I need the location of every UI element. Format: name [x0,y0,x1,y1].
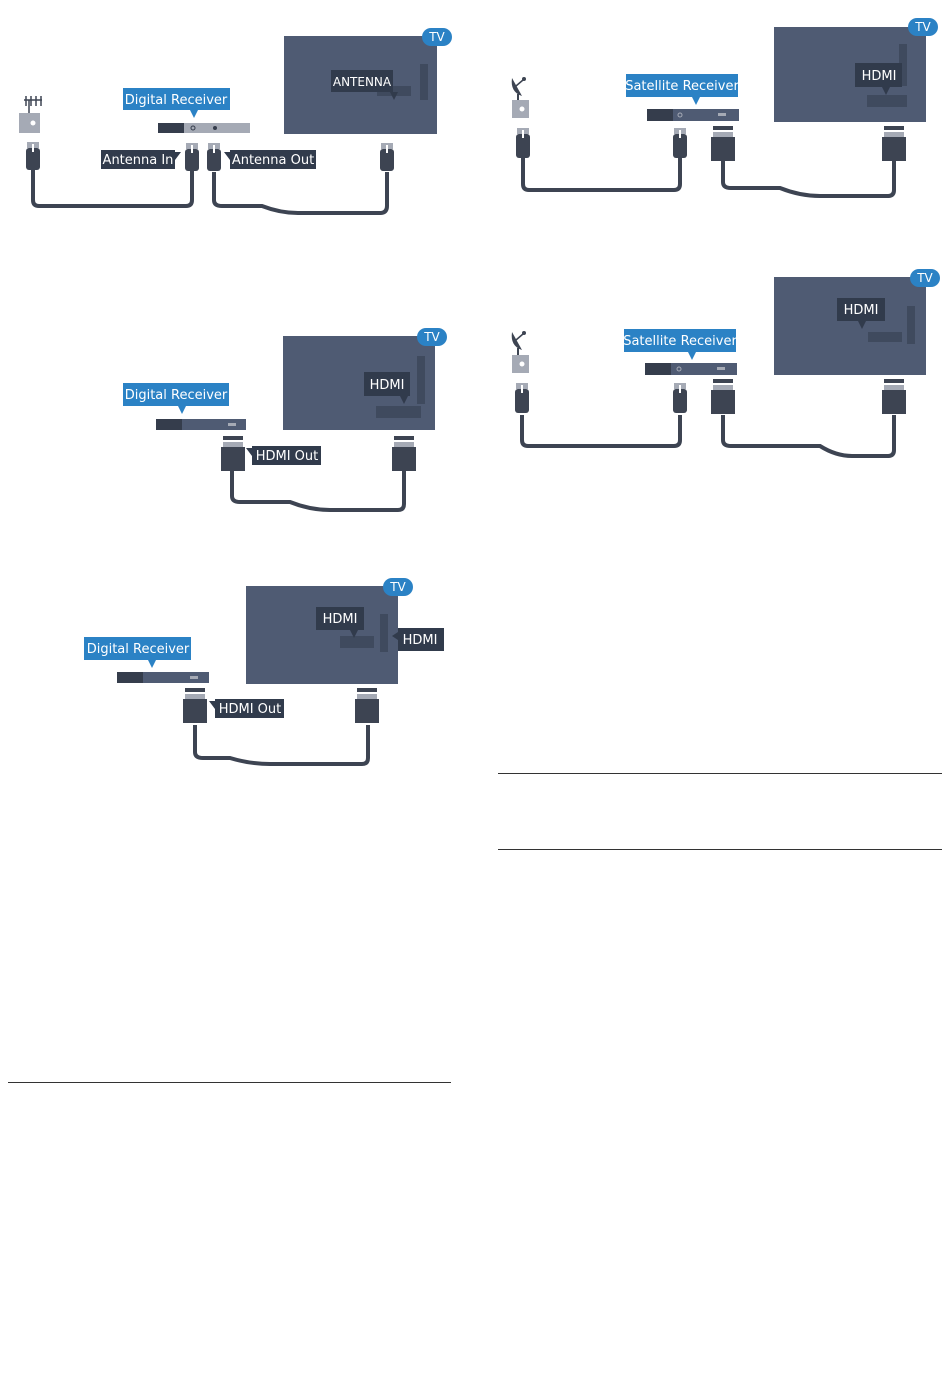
receiver-label: Digital Receiver [125,93,228,108]
digital-receiver [156,419,246,430]
receiver-label: Satellite Receiver [623,334,737,349]
tv-port-label: ANTENNA [333,75,392,89]
hdmi-connection-diagram: HDMI TV Digital Receiver HDMI Out [0,320,460,530]
coax-plug-icon [26,142,40,170]
wall-socket-port [520,107,525,112]
hdmi-cable [195,725,368,764]
tv-port-label: HDMI [844,303,879,318]
coax-plug-icon [515,383,529,413]
receiver-label: Digital Receiver [87,642,190,657]
satellite-receiver [647,109,739,121]
coax-plug-icon [673,383,687,413]
tv-screen [246,586,398,684]
antenna-in-label: Antenna In [103,153,174,168]
wall-socket [19,113,40,133]
receiver-label: Digital Receiver [125,388,228,403]
hdmi-cable [723,160,894,196]
hdmi-plug-icon [221,436,245,471]
digital-receiver [158,123,250,133]
satellite-receiver [645,363,737,375]
tv: HDMI TV [774,18,938,122]
coax-plug-icon [516,128,530,158]
hdmi-plug-icon [392,436,416,471]
satellite-dish-icon [512,331,526,355]
divider-right-bottom [498,849,942,850]
hdmi-side-connection-diagram: HDMI HDMI TV Digital Receiver HDMI Out [0,570,460,780]
coax-cable-in [33,170,192,206]
coax-cable [523,158,680,190]
tv-side-label: HDMI [403,633,438,648]
hdmi-out-label: HDMI Out [219,702,282,717]
tv-badge-label: TV [916,271,933,285]
satellite-connection-diagram-2: HDMI TV Satellite Receiver [490,260,950,470]
tv-port-slot [907,306,915,344]
coax-plug-icon [380,143,394,171]
tv-port [376,406,421,418]
coax-cable [522,415,680,446]
tv: HDMI TV [283,328,447,430]
antenna-connection-diagram: ANTENNA TV Digital Receiver Antenna In A… [0,0,460,230]
coax-plug-icon [185,143,199,171]
tv-port-slot [420,64,428,100]
tv-port [867,95,907,107]
wall-socket-port [31,121,36,126]
hdmi-plug-icon [355,688,379,723]
hdmi-cable [723,415,894,456]
antenna-icon [24,96,42,114]
tv-badge-label: TV [914,20,931,34]
hdmi-plug-icon [882,379,906,414]
receiver-label: Satellite Receiver [625,79,739,94]
divider-right-top [498,773,942,774]
tv: HDMI HDMI TV [246,578,444,684]
hdmi-plug-icon [711,379,735,414]
divider-left [8,1082,451,1083]
satellite-dish-icon [512,77,526,100]
coax-plug-icon [673,128,687,158]
tv-port [868,332,902,342]
antenna-out-label: Antenna Out [232,153,314,168]
hdmi-out-pointer [209,701,215,709]
hdmi-out-pointer [246,448,252,456]
hdmi-plug-icon [882,126,906,161]
wall-socket-port [520,362,525,367]
tv-badge-label: TV [389,580,406,594]
tv: HDMI TV [774,269,940,375]
tv-port [340,636,374,648]
tv-port-slot [417,356,425,404]
hdmi-cable [232,470,404,510]
coax-cable-out [214,172,387,213]
receiver-callout-pointer [178,406,186,414]
coax-plug-icon [207,143,221,171]
antenna-in-pointer [175,152,181,160]
antenna-out-pointer [224,152,230,160]
hdmi-plug-icon [183,688,207,723]
tv: ANTENNA TV [284,28,452,134]
tv-side-slot [380,614,388,652]
satellite-connection-diagram-1: HDMI TV Satellite Receiver [490,0,950,220]
tv-port-label: HDMI [370,378,405,393]
tv-port-label: HDMI [323,612,358,627]
receiver-callout-pointer [148,660,156,668]
receiver-callout-pointer [692,97,700,105]
digital-receiver [117,672,209,683]
receiver-callout-pointer [688,352,696,360]
receiver-callout-pointer [190,110,198,118]
tv-screen [774,277,926,375]
tv-port-label: HDMI [862,69,897,84]
hdmi-out-label: HDMI Out [256,449,319,464]
hdmi-plug-icon [711,126,735,161]
tv-badge-label: TV [428,30,445,44]
tv-badge-label: TV [423,330,440,344]
